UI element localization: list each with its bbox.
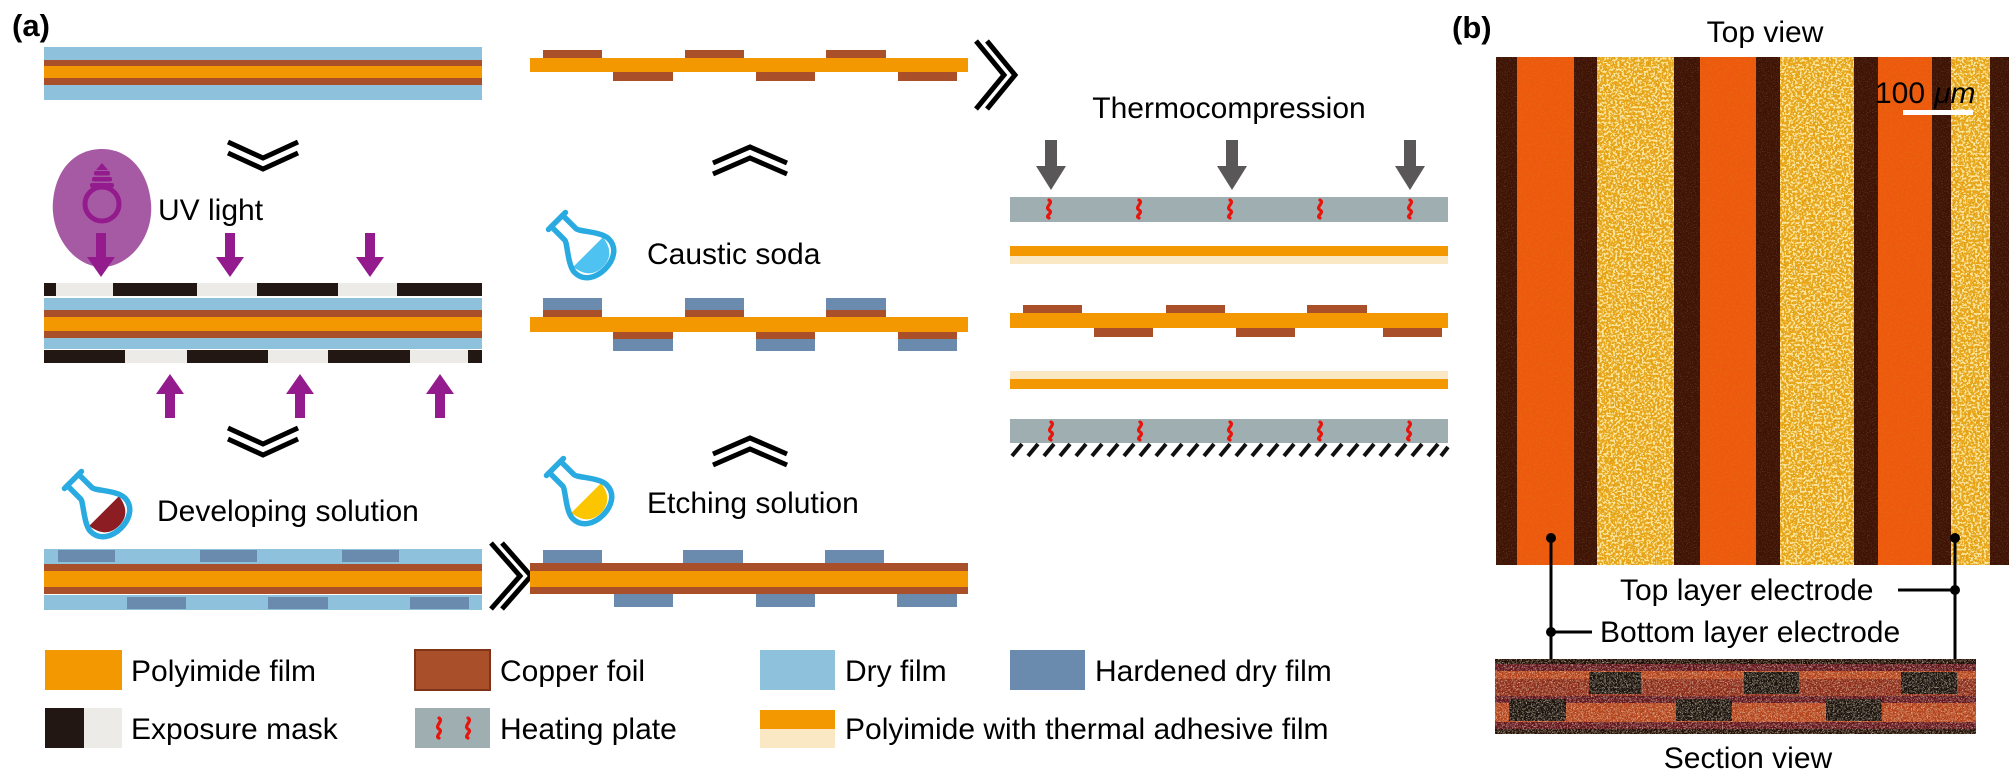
legend-swatch-polyimide <box>45 650 122 690</box>
press-arrows <box>1036 140 1425 190</box>
caustic-label: Caustic soda <box>647 238 821 271</box>
legend-label-copper: Copper foil <box>500 655 645 688</box>
section-view-micrograph <box>1495 659 1976 734</box>
etching-stack <box>530 550 968 607</box>
legend-swatch-copper <box>414 649 491 691</box>
developing-stack <box>44 549 482 610</box>
legend-label-polyimide-adhesive: Polyimide with thermal adhesive film <box>845 713 1329 746</box>
uv-arrows-down <box>87 233 384 277</box>
heating-plate-bottom <box>1010 419 1450 458</box>
legend-swatch-heating-plate <box>415 708 490 748</box>
caustic-flask-icon <box>545 209 617 281</box>
panel-b-label: (b) <box>1452 10 1492 45</box>
legend-label-dry-film: Dry film <box>845 655 947 688</box>
exposure-stack <box>44 283 482 363</box>
legend-label-heating-plate: Heating plate <box>500 713 677 746</box>
exposure-mask-bottom <box>44 350 482 363</box>
patterned-foil-stack <box>530 50 968 81</box>
hardened-regions-bottom <box>127 597 469 609</box>
heating-plate-top <box>1010 197 1448 222</box>
uv-light-label: UV light <box>158 194 264 227</box>
chevron-up-icon <box>712 144 788 177</box>
bottom-electrode-stripes <box>1517 57 1932 565</box>
section-view-title: Section view <box>1664 742 1833 775</box>
chevron-right-icon <box>489 541 535 611</box>
bottom-electrode-label: Bottom layer electrode <box>1600 616 1900 649</box>
chevron-up-icon <box>712 435 788 468</box>
legend-swatch-exposure-mask <box>45 708 122 748</box>
chevron-down-icon <box>226 139 300 172</box>
developing-flask-icon <box>61 468 133 540</box>
uv-arrows-up <box>156 374 454 418</box>
etching-label: Etching solution <box>647 487 859 520</box>
legend-swatch-dry-film <box>760 650 835 690</box>
panel-a-label: (a) <box>12 8 50 43</box>
adhesive-film-bottom <box>1010 371 1448 389</box>
laminate-stack <box>44 47 482 100</box>
legend: Polyimide film Copper foil Dry film Hard… <box>45 649 1332 748</box>
etched-stack <box>530 298 968 351</box>
legend-label-exposure-mask: Exposure mask <box>131 713 339 746</box>
legend-label-hardened-dry-film: Hardened dry film <box>1095 655 1332 688</box>
legend-label-polyimide: Polyimide film <box>131 655 316 688</box>
hardened-regions-top <box>58 550 399 562</box>
top-view-title: Top view <box>1707 16 1824 49</box>
patterned-core-stack <box>1010 305 1448 337</box>
ground-hatch <box>1010 442 1450 458</box>
legend-swatch-hardened-dry-film <box>1010 650 1085 690</box>
etching-flask-icon <box>543 455 615 527</box>
uv-lamp-icon <box>52 149 152 267</box>
thermocompression-label: Thermocompression <box>1092 92 1365 125</box>
chevron-down-icon <box>226 425 300 458</box>
exposure-mask-top <box>44 283 482 296</box>
heat-squiggles <box>1047 420 1412 442</box>
lightbulb-icon <box>82 163 122 224</box>
top-electrode-label: Top layer electrode <box>1620 574 1873 607</box>
heat-squiggles <box>1045 198 1413 220</box>
top-electrode-stripes <box>1597 57 1990 565</box>
developing-label: Developing solution <box>157 495 419 528</box>
adhesive-film-top <box>1010 246 1448 264</box>
chevron-right-icon <box>974 39 1019 111</box>
legend-swatch-polyimide-adhesive <box>760 710 835 748</box>
